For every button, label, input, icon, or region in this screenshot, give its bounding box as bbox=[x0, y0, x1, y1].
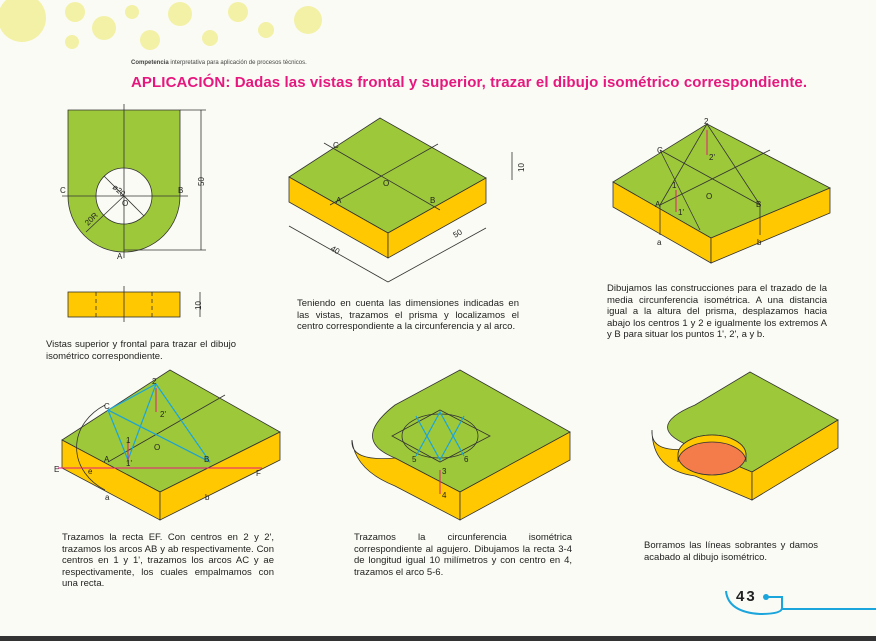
fig2-label-c: C bbox=[333, 141, 339, 150]
fig5-caption: Trazamos la circunferencia isométrica co… bbox=[354, 532, 572, 578]
fig3-label-c: C bbox=[657, 146, 663, 155]
fig6-caption: Borramos las líneas sobrantes y damos ac… bbox=[644, 540, 818, 563]
competencia-label: Competencia bbox=[131, 60, 169, 66]
fig4-label-a-lower: a bbox=[105, 493, 110, 502]
fig3-label-2: 2 bbox=[704, 117, 709, 126]
fig4-label-2p: 2' bbox=[160, 410, 166, 419]
fig3-label-2p: 2' bbox=[709, 153, 715, 162]
fig3-prism bbox=[612, 123, 831, 264]
fig1-label-c: C bbox=[60, 186, 66, 195]
fig5-label-4: 4 bbox=[442, 491, 447, 500]
fig2-label-a: A bbox=[336, 196, 342, 205]
fig1-dim-front: 10 bbox=[194, 301, 203, 310]
fig1-dim-height: 50 bbox=[197, 177, 206, 186]
fig2-caption: Teniendo en cuenta las dimensiones indic… bbox=[297, 298, 519, 332]
fig4-label-c: C bbox=[104, 402, 110, 411]
fig1-front-view bbox=[67, 286, 201, 322]
page-title: APLICACIÓN: Dadas las vistas frontal y s… bbox=[131, 74, 808, 91]
competencia-text: interpretativa para aplicación de proces… bbox=[170, 60, 307, 66]
fig4-label-2: 2 bbox=[152, 377, 157, 386]
fig4-label-o: O bbox=[154, 443, 160, 452]
fig1-label-o: O bbox=[122, 199, 128, 208]
fig1-top-view bbox=[62, 104, 206, 258]
fig1-label-a: A bbox=[117, 252, 123, 261]
fig1-caption: Vistas superior y frontal para trazar el… bbox=[46, 339, 236, 362]
fig3-label-o: O bbox=[706, 192, 712, 201]
fig4-label-f: F bbox=[256, 469, 261, 478]
fig3-label-a: A bbox=[655, 200, 661, 209]
fig3-label-a-lower: a bbox=[657, 238, 662, 247]
fig4-label-b-lower: b bbox=[205, 493, 210, 502]
fig3-label-b: B bbox=[756, 200, 761, 209]
fig4-label-1: 1 bbox=[126, 436, 131, 445]
fig4-label-e: E bbox=[54, 465, 59, 474]
fig5-label-5: 5 bbox=[412, 455, 417, 464]
fig3-caption: Dibujamos las construcciones para el tra… bbox=[607, 283, 827, 340]
fig1-label-b: B bbox=[178, 186, 183, 195]
fig6-final bbox=[651, 371, 839, 501]
page-number: 43 bbox=[736, 588, 757, 605]
competencia-line: Competencia interpretativa para aplicaci… bbox=[131, 60, 307, 66]
fig4-label-1p: 1' bbox=[126, 459, 132, 468]
fig3-label-1p: 1' bbox=[678, 208, 684, 217]
fig4-label-a: A bbox=[104, 455, 110, 464]
fig2-dim-10: 10 bbox=[517, 163, 526, 172]
fig4-label-e-lower: e bbox=[88, 467, 93, 476]
fig4-label-b: B bbox=[204, 455, 209, 464]
fig3-label-1: 1 bbox=[672, 181, 677, 190]
bottom-rule bbox=[0, 636, 876, 641]
fig2-prism bbox=[288, 117, 513, 283]
fig5-label-3: 3 bbox=[442, 467, 447, 476]
fig5-label-6: 6 bbox=[464, 455, 469, 464]
fig2-label-b: B bbox=[430, 196, 435, 205]
decorative-circles bbox=[0, 0, 322, 50]
fig3-label-b-lower: b bbox=[757, 238, 762, 247]
fig4-caption: Trazamos la recta EF. Con centros en 2 y… bbox=[62, 532, 274, 589]
fig2-label-o: O bbox=[383, 179, 389, 188]
fig4-construction bbox=[61, 369, 281, 521]
